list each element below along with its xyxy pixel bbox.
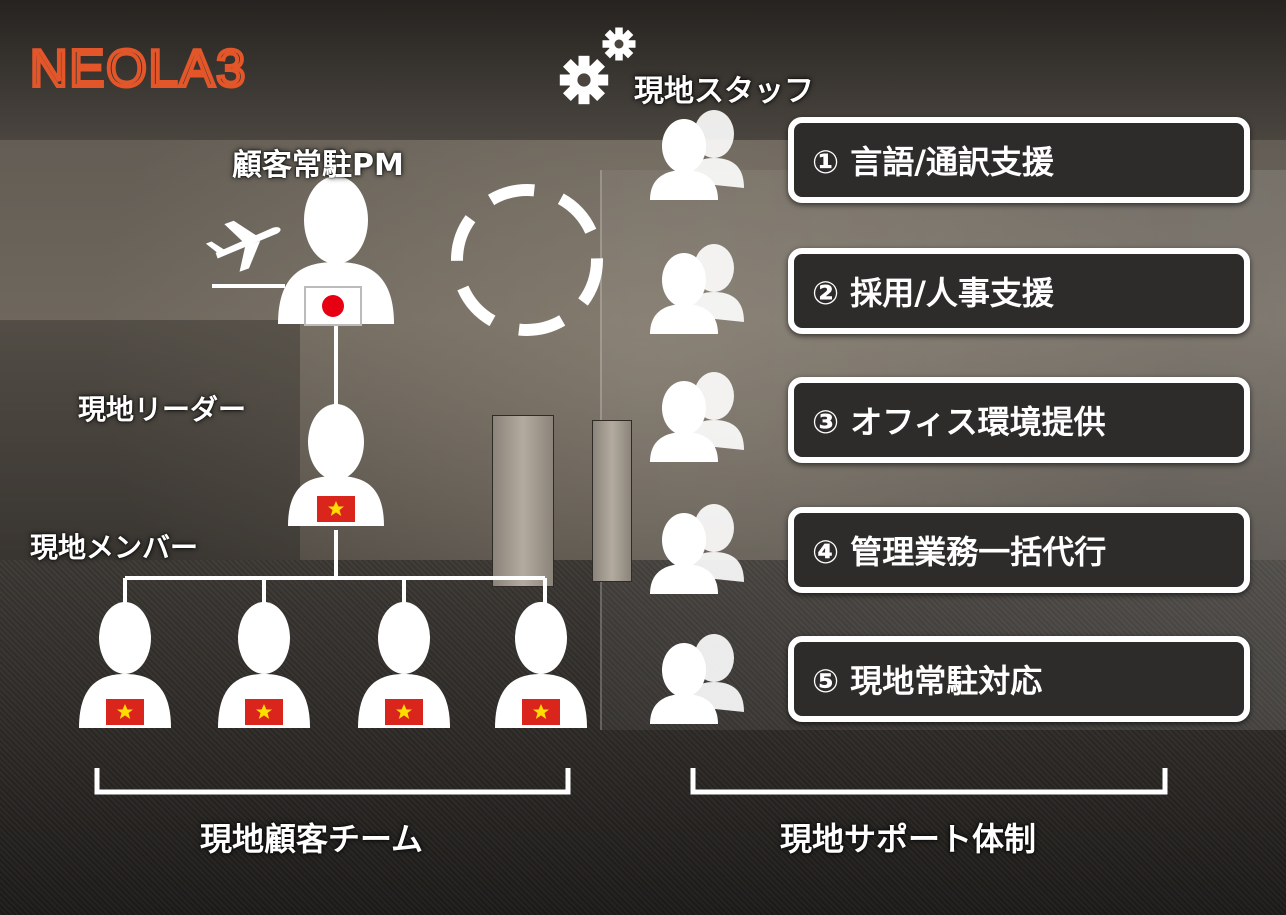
vietnam-flag-icon (522, 699, 560, 725)
cycle-dashed-circle (451, 184, 603, 336)
pm-label: 顧客常駐PM (232, 148, 404, 183)
support-item-recruiting: ② 採用/人事支援 (788, 248, 1250, 334)
background-fridge (592, 420, 632, 582)
support-item-office: ③ オフィス環境提供 (788, 377, 1250, 463)
support-bracket (690, 768, 1168, 795)
support-item-language: ① 言語/通訳支援 (788, 117, 1250, 203)
people-group-icon (650, 372, 744, 462)
leader-person-icon (288, 404, 384, 526)
support-item-label: ② 採用/人事支援 (812, 274, 1054, 312)
gears-icon (602, 27, 636, 61)
team-bracket (94, 768, 571, 795)
member-person-icon (495, 602, 587, 728)
support-item-label: ③ オフィス環境提供 (812, 403, 1106, 441)
vietnam-flag-icon (317, 496, 355, 522)
support-item-onsite: ⑤ 現地常駐対応 (788, 636, 1250, 722)
background-wall (0, 320, 300, 560)
people-group-icon (650, 110, 744, 200)
gears-icon (559, 55, 609, 105)
vietnam-flag-icon (106, 699, 144, 725)
neolab-logo: NEOLA3 (30, 38, 247, 98)
people-group-icon (650, 244, 744, 334)
svg-text:NEOLA3: NEOLA3 (30, 40, 247, 98)
japan-flag-icon (304, 286, 362, 326)
support-item-admin: ④ 管理業務一括代行 (788, 507, 1250, 593)
team-label: 現地顧客チーム (200, 820, 424, 858)
support-item-label: ① 言語/通訳支援 (812, 143, 1054, 181)
support-item-label: ⑤ 現地常駐対応 (812, 662, 1043, 700)
people-group-icon (650, 634, 744, 724)
airplane-icon (205, 220, 281, 272)
support-item-label: ④ 管理業務一括代行 (812, 533, 1107, 571)
background-fridge (492, 415, 554, 587)
vietnam-flag-icon (385, 699, 423, 725)
background-floor (0, 560, 1286, 915)
background-ceiling (0, 0, 1286, 140)
vietnam-flag-icon (245, 699, 283, 725)
people-group-icon (650, 504, 744, 594)
leader-label: 現地リーダー (78, 393, 247, 426)
staff-label: 現地スタッフ (634, 74, 814, 109)
support-label: 現地サポート体制 (780, 820, 1037, 858)
member-label: 現地メンバー (30, 531, 199, 564)
